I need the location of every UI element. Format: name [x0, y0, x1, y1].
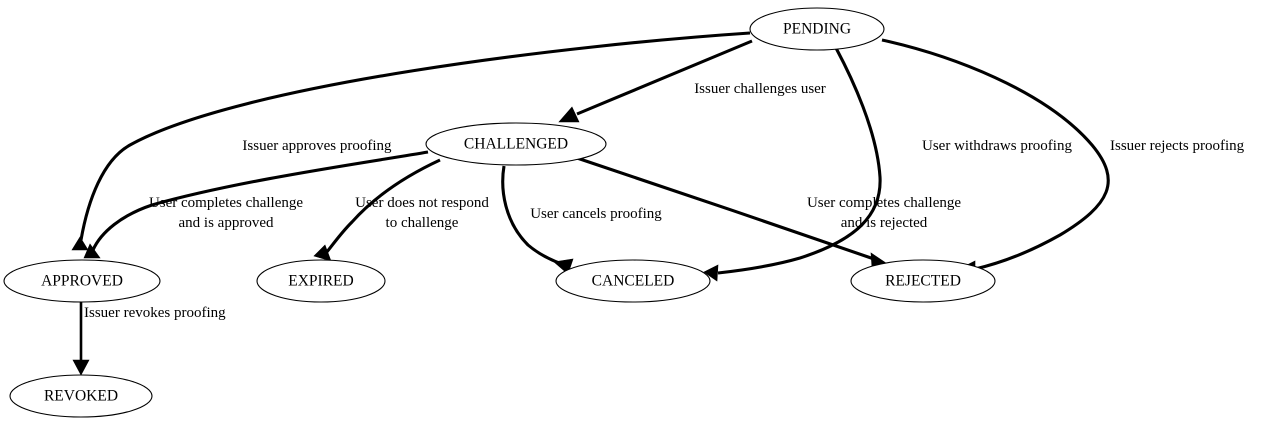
- edge-label-issuer-approves-proofing: Issuer approves proofing: [242, 138, 392, 154]
- edge-pending-approved: [71, 31, 751, 251]
- node-ellipse-canceled: [555, 259, 711, 303]
- edge-approved-revoked: [72, 302, 90, 376]
- edge-pending-challenged: [558, 39, 753, 123]
- edge-path-challenged-expired: [324, 158, 441, 255]
- arrowhead-pending-canceled: [703, 264, 719, 282]
- edge-label-user-does-not-respond-line2: to challenge: [386, 215, 459, 231]
- edge-label-user-completes-challenge-rejected-line1: User completes challenge: [807, 195, 961, 211]
- node-ellipse-challenged: [425, 122, 607, 166]
- edge-path-pending-challenged: [576, 39, 753, 116]
- edge-label-issuer-challenges-user: Issuer challenges user: [694, 81, 826, 97]
- node-label-pending: PENDING: [783, 21, 851, 38]
- edge-pending-canceled: [703, 47, 882, 282]
- edge-path-pending-approved: [79, 31, 751, 241]
- node-label-revoked: REVOKED: [44, 388, 118, 405]
- node-pending[interactable]: PENDING: [749, 7, 885, 51]
- edge-path-pending-canceled: [717, 47, 882, 275]
- node-canceled[interactable]: CANCELED: [555, 259, 711, 303]
- node-label-expired: EXPIRED: [288, 273, 353, 290]
- edge-label-user-does-not-respond-line1: User does not respond: [355, 195, 489, 211]
- node-label-canceled: CANCELED: [592, 273, 675, 290]
- edge-path-challenged-rejected: [573, 155, 875, 261]
- node-ellipse-pending: [749, 7, 885, 51]
- node-expired[interactable]: EXPIRED: [256, 259, 386, 303]
- edge-path-challenged-canceled: [501, 165, 569, 268]
- arrowhead-challenged-expired: [313, 244, 332, 262]
- edge-label-user-completes-challenge-approved-line1: User completes challenge: [149, 195, 303, 211]
- edge-label-issuer-rejects-proofing: Issuer rejects proofing: [1110, 138, 1245, 154]
- edge-path-pending-rejected: [881, 38, 1110, 271]
- edge-pending-rejected: [881, 38, 1110, 278]
- node-ellipse-rejected: [850, 259, 996, 303]
- edge-label-user-withdraws-proofing: User withdraws proofing: [922, 138, 1072, 154]
- node-rejected[interactable]: REJECTED: [850, 259, 996, 303]
- node-ellipse-approved: [3, 259, 161, 303]
- node-ellipse-expired: [256, 259, 386, 303]
- arrowhead-approved-revoked: [72, 359, 90, 376]
- arrowhead-challenged-approved: [83, 243, 101, 259]
- edge-challenged-expired: [313, 158, 441, 262]
- edge-path-challenged-approved: [91, 150, 429, 251]
- edge-label-user-completes-challenge-approved-line2: and is approved: [179, 215, 274, 231]
- node-ellipse-revoked: [9, 374, 153, 418]
- node-label-approved: APPROVED: [41, 273, 123, 290]
- edge-label-issuer-revokes-proofing: Issuer revokes proofing: [84, 305, 226, 321]
- node-revoked[interactable]: REVOKED: [9, 374, 153, 418]
- edge-challenged-approved: [83, 150, 429, 259]
- node-label-rejected: REJECTED: [885, 273, 961, 290]
- edge-label-user-completes-challenge-rejected-line2: and is rejected: [841, 215, 928, 231]
- arrowhead-pending-challenged: [558, 106, 580, 123]
- node-challenged[interactable]: CHALLENGED: [425, 122, 607, 166]
- edge-label-user-cancels-proofing: User cancels proofing: [530, 206, 662, 222]
- arrowhead-pending-approved: [71, 236, 89, 251]
- node-approved[interactable]: APPROVED: [3, 259, 161, 303]
- node-label-challenged: CHALLENGED: [464, 136, 568, 153]
